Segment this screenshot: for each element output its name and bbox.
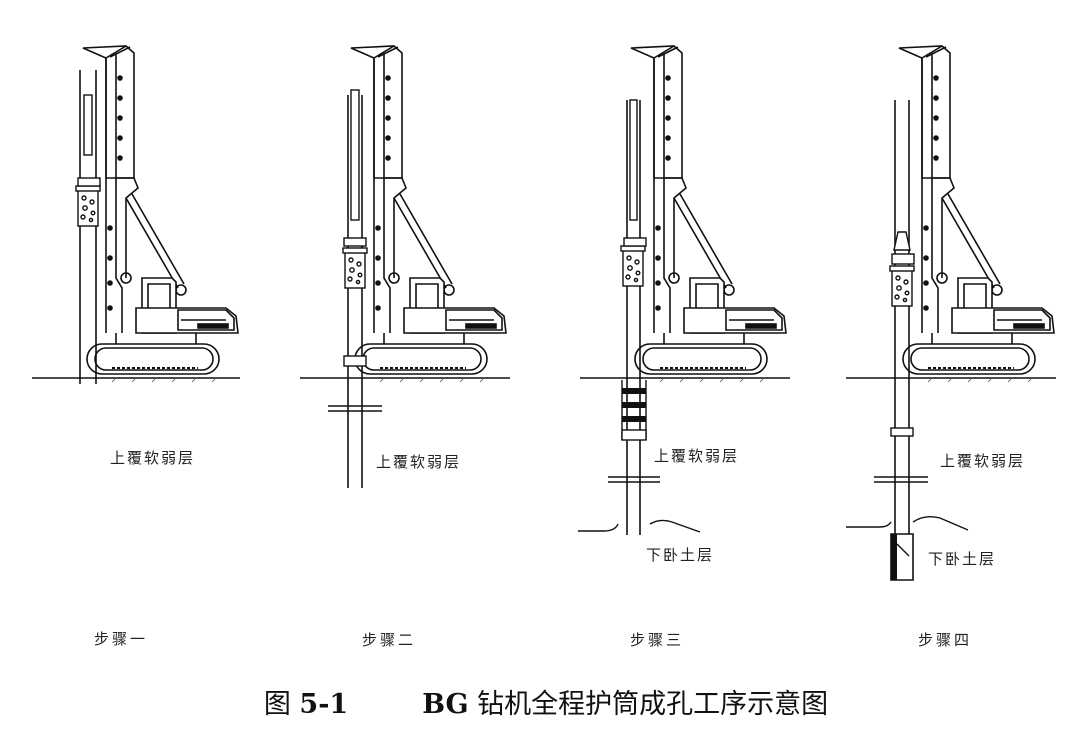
upper-layer-label-2: 上覆软弱层 bbox=[376, 453, 462, 471]
step-1-label: 步骤一 bbox=[94, 630, 149, 648]
step-4-label: 步骤四 bbox=[918, 631, 973, 649]
ground-hatch bbox=[111, 378, 1032, 383]
step-4-figure bbox=[846, 45, 1056, 581]
step-3-label: 步骤三 bbox=[630, 631, 685, 649]
figure-caption: 图 5-1 BG 钻机全程护筒成孔工序示意图 bbox=[0, 682, 1092, 721]
caption-number: 5-1 bbox=[299, 689, 349, 720]
caption-rig: BG bbox=[422, 689, 469, 720]
step-2-label: 步骤二 bbox=[362, 631, 417, 649]
step-1-figure bbox=[32, 45, 240, 384]
upper-layer-label-1: 上覆软弱层 bbox=[110, 449, 196, 467]
lower-layer-label-4: 下卧土层 bbox=[928, 550, 997, 568]
caption-text: 钻机全程护筒成孔工序示意图 bbox=[477, 689, 829, 720]
lower-layer-label-3: 下卧土层 bbox=[646, 546, 715, 564]
caption-prefix: 图 bbox=[263, 689, 291, 720]
upper-layer-label-3: 上覆软弱层 bbox=[654, 447, 740, 465]
upper-layer-label-4: 上覆软弱层 bbox=[940, 452, 1026, 470]
step-2-figure bbox=[300, 45, 510, 488]
step-3-figure bbox=[578, 45, 790, 535]
